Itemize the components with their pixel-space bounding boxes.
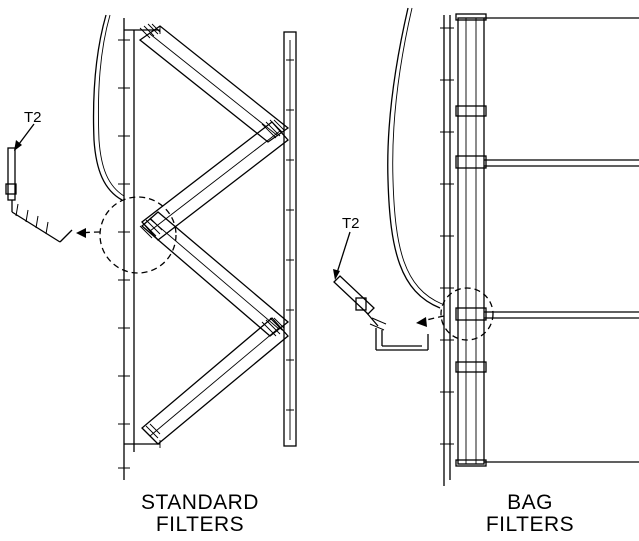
bag-filters-caption: BAG FILTERS [470,492,590,536]
joint-hatching [139,23,285,441]
v-bank-filter-panels [138,25,290,445]
standard-filters-caption: STANDARD FILTERS [120,492,280,536]
right-rail-ticks [286,59,294,411]
bag-caption-line2: FILTERS [485,513,575,536]
t2-label-left: T2 [24,109,42,126]
bag-filter-pockets [484,17,639,463]
t2-leader-right [335,231,351,277]
t2-clip-detail [5,147,73,243]
detail-arrowhead [76,228,86,238]
bag-cable [387,7,441,309]
filter-panel-3 [141,211,290,337]
detail-circle [99,196,177,274]
standard-filters-figure: T2 [5,14,297,480]
left-frame-rail [123,18,161,480]
bag-holding-frame [443,15,485,486]
filter-panel-4 [141,317,289,445]
bag-filters-figure: T2 [333,7,639,486]
t2-label-right: T2 [342,215,360,232]
t2-bag-clip-detail [333,275,429,351]
bag-detail-circle [440,287,494,341]
filter-panel-1 [138,25,290,143]
left-rail-ticks [118,39,130,469]
standard-caption-line2: FILTERS [155,513,245,536]
bag-frame-ticks [440,27,454,445]
bag-caption-line1: BAG [507,491,553,514]
cable [92,14,123,201]
bag-header-clamps [455,13,487,467]
t2-arrowhead-left [14,140,22,151]
right-frame-rail [283,31,297,447]
t2-arrowhead-right [333,269,340,280]
standard-caption-line1: STANDARD [141,491,259,514]
bag-detail-arrowhead [416,317,427,327]
